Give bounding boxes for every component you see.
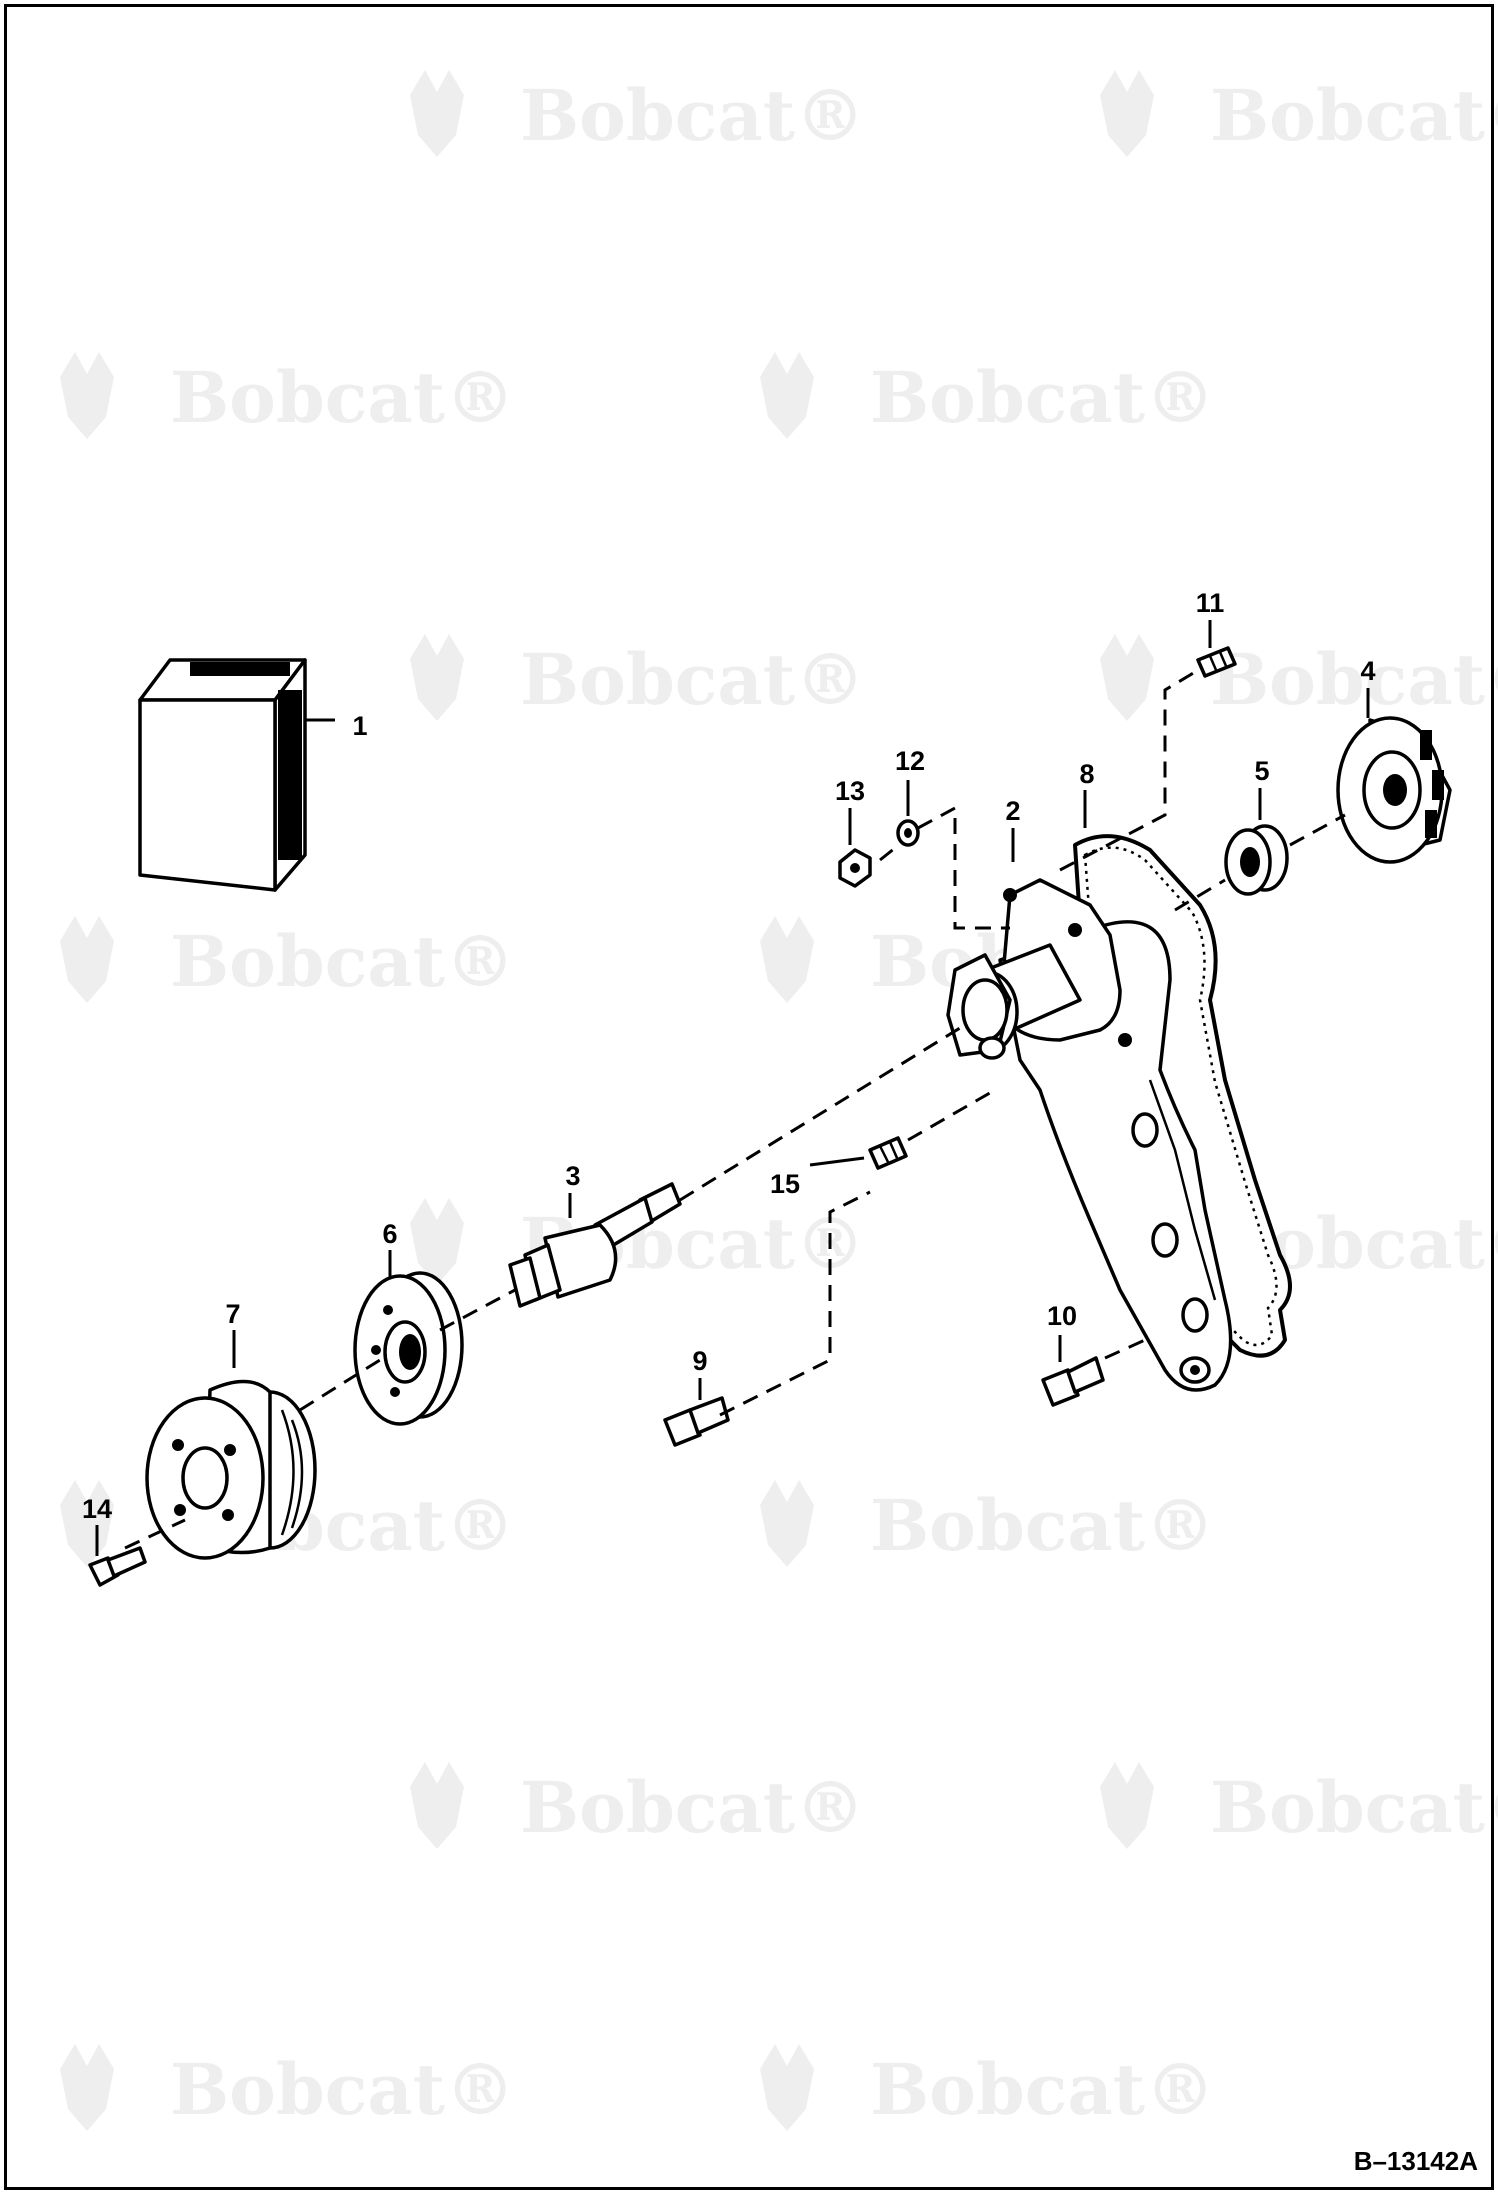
bobcat-watermark-text: Bobcat® xyxy=(1210,1766,1498,1849)
callout-10: 10 xyxy=(1047,1301,1077,1331)
callout-3: 3 xyxy=(565,1161,580,1191)
callout-2: 2 xyxy=(1005,796,1020,826)
leader-lines xyxy=(95,620,1370,1556)
bobcat-watermark: Bobcat® xyxy=(1100,1762,1498,1849)
bobcat-watermark-text: Bobcat® xyxy=(520,638,865,721)
part-13-nut xyxy=(838,848,872,888)
bobcat-watermark-text: Bobcat® xyxy=(1210,638,1498,721)
callout-1: 1 xyxy=(352,711,367,741)
bobcat-watermark: Bobcat® xyxy=(760,352,1215,439)
part-2-pump-housing xyxy=(946,878,1233,1392)
bobcat-logo-icon xyxy=(60,2044,114,2131)
bobcat-watermark-text: Bobcat® xyxy=(1210,74,1498,157)
part-3-shaft-bearing xyxy=(508,1182,682,1308)
part-4-impeller xyxy=(1336,716,1452,864)
callout-5: 5 xyxy=(1254,756,1269,786)
bobcat-watermark: Bobcat® xyxy=(760,1480,1215,1567)
bobcat-watermark: Bobcat® xyxy=(410,634,865,721)
part-1-kit-box xyxy=(138,658,307,892)
bobcat-logo-icon xyxy=(1100,634,1154,721)
reference-number: B–13142A xyxy=(1354,2146,1479,2176)
bobcat-logo-icon xyxy=(60,1480,114,1567)
callout-8: 8 xyxy=(1079,759,1094,789)
bobcat-watermark-text: Bobcat® xyxy=(520,74,865,157)
bobcat-watermark-text: Bobcat® xyxy=(170,920,515,1003)
diagram-frame xyxy=(4,4,1494,2190)
part-9-bolt xyxy=(663,1396,730,1447)
bobcat-watermark: Bobcat® xyxy=(760,2044,1215,2131)
bobcat-watermark-text: Bobcat® xyxy=(520,1766,865,1849)
bobcat-watermark: Bobcat® xyxy=(60,916,515,1003)
part-10-bolt xyxy=(1041,1356,1105,1407)
bobcat-watermark: Bobcat® xyxy=(1100,634,1498,721)
part-15-dowel-pin xyxy=(868,1136,908,1170)
bobcat-logo-icon xyxy=(60,352,114,439)
bobcat-logo-icon xyxy=(410,70,464,157)
part-6-hub-flange xyxy=(353,1271,464,1426)
bobcat-logo-icon xyxy=(760,916,814,1003)
bobcat-watermark-text: Bobcat® xyxy=(870,1484,1215,1567)
bobcat-watermark: Bobcat® xyxy=(410,70,865,157)
bobcat-logo-icon xyxy=(410,1762,464,1849)
callout-11: 11 xyxy=(1196,588,1225,618)
bobcat-logo-icon xyxy=(1100,1762,1154,1849)
watermark-layer: Bobcat® Bobcat® Bobcat® Bobcat® Bobcat® Bobca… xyxy=(60,70,1498,2131)
callout-6: 6 xyxy=(382,1219,397,1249)
bobcat-watermark: Bobcat® xyxy=(410,1762,865,1849)
part-7-pulley xyxy=(145,1379,317,1560)
callout-15: 15 xyxy=(770,1169,800,1199)
part-14-bolt xyxy=(88,1546,147,1587)
part-5-seal xyxy=(1224,824,1289,896)
callout-12: 12 xyxy=(895,746,925,776)
part-11-stud xyxy=(1196,646,1237,678)
callout-4: 4 xyxy=(1360,656,1375,686)
part-12-lock-washer xyxy=(896,819,920,847)
bobcat-logo-icon xyxy=(760,2044,814,2131)
callout-9: 9 xyxy=(692,1346,707,1376)
bobcat-watermark: Bobcat® xyxy=(60,352,515,439)
bobcat-logo-icon xyxy=(760,352,814,439)
callout-7: 7 xyxy=(225,1299,240,1329)
callout-13: 13 xyxy=(835,776,865,806)
bobcat-watermark: Bobcat® xyxy=(1100,70,1498,157)
bobcat-logo-icon xyxy=(1100,70,1154,157)
bobcat-logo-icon xyxy=(760,1480,814,1567)
bobcat-logo-icon xyxy=(410,634,464,721)
bobcat-watermark-text: Bobcat® xyxy=(870,356,1215,439)
bobcat-logo-icon xyxy=(60,916,114,1003)
bobcat-watermark-text: Bobcat® xyxy=(170,356,515,439)
callout-labels: 1 2 3 4 5 6 7 8 9 10 11 12 13 14 15 xyxy=(82,588,1376,1524)
bobcat-watermark-text: Bobcat® xyxy=(870,2048,1215,2131)
assembly-lines xyxy=(124,670,1346,1550)
bobcat-watermark: Bobcat® xyxy=(60,2044,515,2131)
bobcat-watermark-text: Bobcat® xyxy=(170,2048,515,2131)
callout-14: 14 xyxy=(82,1494,112,1524)
bobcat-logo-icon xyxy=(410,1198,464,1285)
